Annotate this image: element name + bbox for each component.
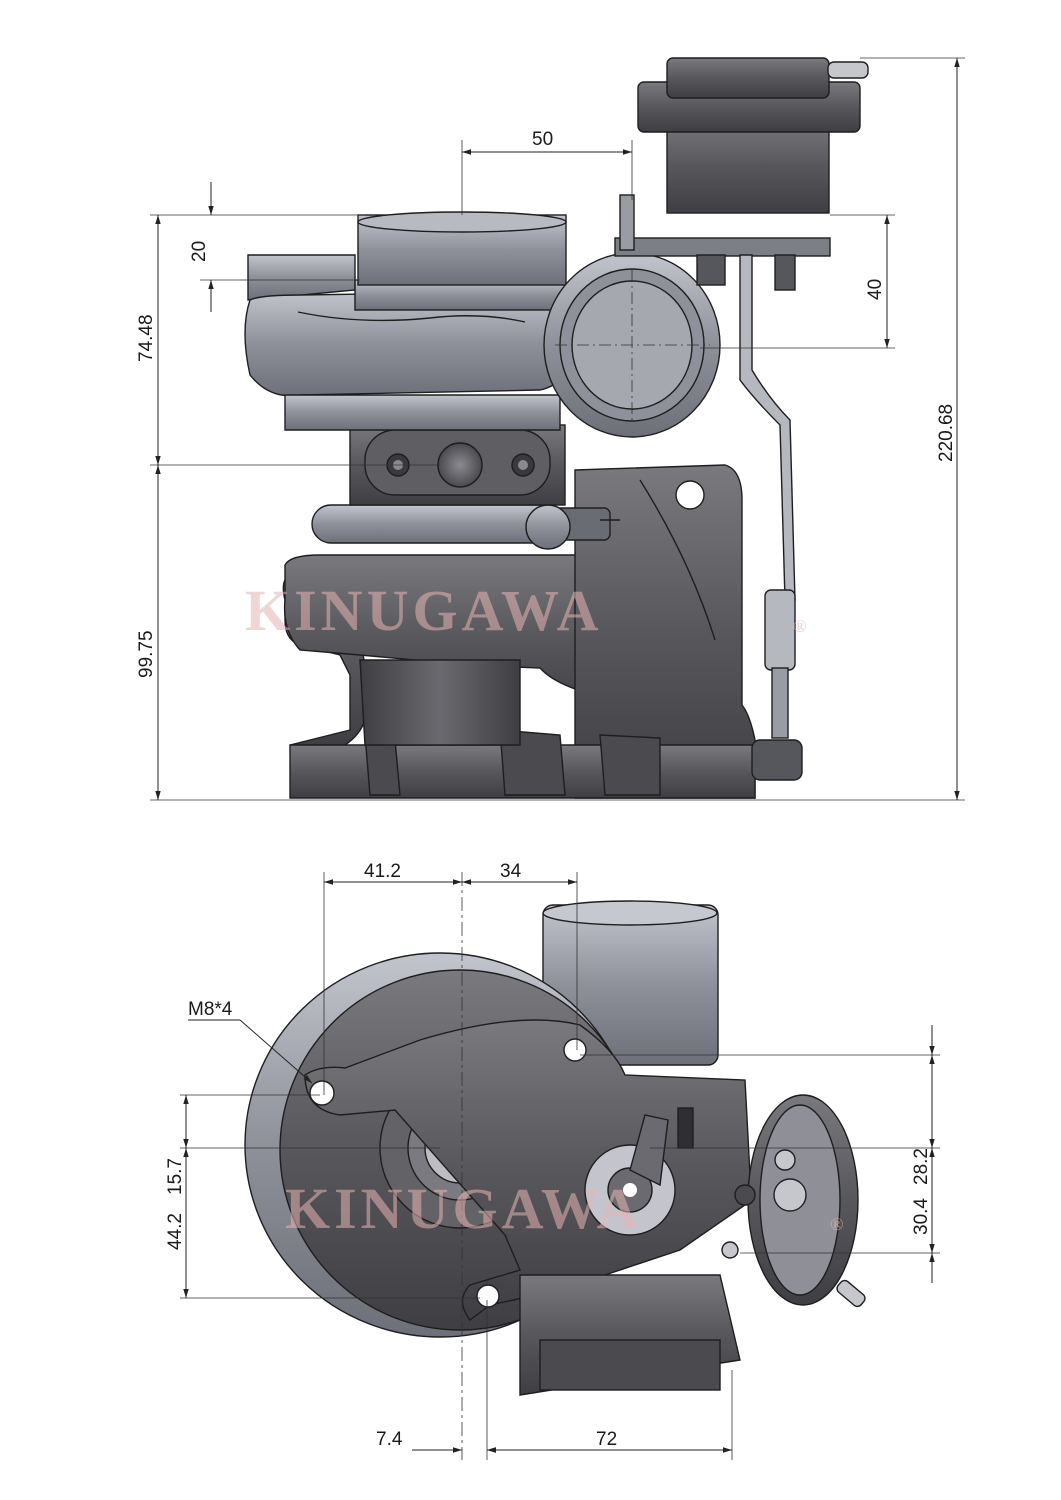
dim-28-2: 28.2 xyxy=(911,1148,932,1185)
dim-40: 40 xyxy=(865,279,886,300)
dim-7-4: 7.4 xyxy=(376,1429,403,1450)
turbine-flange xyxy=(304,1019,751,1396)
watermark-side: KINUGAWA xyxy=(245,578,603,643)
actuator-disc xyxy=(721,1094,866,1308)
dim-72: 72 xyxy=(596,1429,617,1450)
dim-15-7: 15.7 xyxy=(165,1158,186,1195)
bolt-note: M8*4 xyxy=(188,999,233,1020)
dim-99-75: 99.75 xyxy=(136,630,157,678)
dim-34: 34 xyxy=(500,861,522,882)
dim-220-68: 220.68 xyxy=(936,404,957,462)
dim-50: 50 xyxy=(532,129,553,150)
side-view: 50 20 74.48 40 220.68 99.75 KINUGAWA ® xyxy=(136,57,965,801)
front-view: 41.2 34 M8*4 15.7 44.2 28.2 30.4 xyxy=(165,861,940,1460)
watermark-front-reg: ® xyxy=(830,1214,843,1234)
side-dimensions: 50 20 74.48 40 220.68 99.75 xyxy=(136,57,965,801)
dim-41-2: 41.2 xyxy=(364,861,401,882)
wastegate-actuator xyxy=(614,57,869,781)
turbine-housing xyxy=(282,464,756,799)
watermark-front: KINUGAWA xyxy=(285,1176,643,1241)
front-dimensions: 41.2 34 M8*4 15.7 44.2 28.2 30.4 xyxy=(165,861,940,1460)
dim-74-48: 74.48 xyxy=(136,314,157,362)
dim-20: 20 xyxy=(189,241,210,262)
v-band-clamp xyxy=(311,504,620,550)
dim-44-2: 44.2 xyxy=(165,1213,186,1250)
compressor-outlet xyxy=(543,252,721,438)
dim-30-4: 30.4 xyxy=(911,1198,932,1235)
wastegate-arm xyxy=(584,1107,694,1236)
compressor-housing xyxy=(244,211,567,431)
watermark-side-reg: ® xyxy=(793,616,806,636)
